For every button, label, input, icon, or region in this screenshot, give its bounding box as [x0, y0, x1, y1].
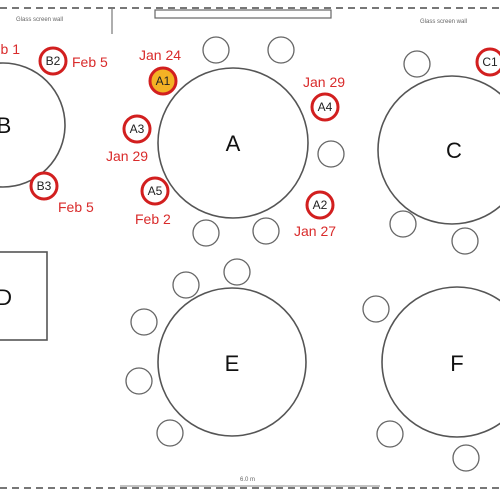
table-a-top — [157, 67, 309, 219]
seat-date-b2: Feb 5 — [72, 54, 108, 70]
reserved-seat-a2[interactable]: A2 Jan 27 — [294, 190, 336, 239]
chair — [403, 50, 431, 78]
reserved-seat-a1[interactable]: A1 Jan 24 — [139, 47, 181, 96]
chair — [317, 140, 345, 168]
chair — [452, 444, 480, 472]
table-f: F — [362, 286, 500, 472]
table-d-top — [0, 251, 48, 341]
table-f-label: F — [450, 351, 463, 376]
seat-marker-a1[interactable] — [148, 66, 178, 96]
seat-date-a4: Jan 29 — [303, 74, 345, 90]
seat-code-a5: A5 — [148, 184, 163, 198]
left-wall-label: Glass screen wall — [16, 17, 63, 23]
screen-panel — [154, 9, 332, 19]
chair — [362, 295, 390, 323]
table-e-label: E — [225, 351, 240, 376]
reserved-seat-b3[interactable]: B3 Feb 5 — [29, 171, 94, 215]
seat-code-a1: A1 — [156, 74, 171, 88]
chair — [192, 219, 220, 247]
table-b-label: B — [0, 113, 11, 138]
chair — [451, 227, 479, 255]
table-a-label: A — [226, 131, 241, 156]
seat-marker-a4[interactable] — [310, 92, 340, 122]
seat-marker-a3[interactable] — [122, 114, 152, 144]
seat-code-a3: A3 — [130, 122, 145, 136]
table-d-label: D — [0, 285, 12, 310]
reserved-seat-b1[interactable]: Feb 1 — [0, 41, 20, 57]
chair — [252, 217, 280, 245]
chair — [202, 36, 230, 64]
reserved-seat-c1[interactable]: C1 — [475, 47, 500, 77]
right-wall-label: Glass screen wall — [420, 19, 467, 25]
reserved-seat-a5[interactable]: A5 Feb 2 — [135, 176, 171, 227]
reserved-seat-a3[interactable]: A3 Jan 29 — [106, 114, 152, 164]
seat-date-a2: Jan 27 — [294, 223, 336, 239]
chair — [389, 210, 417, 238]
seat-code-a4: A4 — [318, 100, 333, 114]
seat-date-b1: Feb 1 — [0, 41, 20, 57]
reserved-seat-b2[interactable]: B2 Feb 5 — [38, 46, 108, 76]
seat-marker-b3[interactable] — [29, 171, 59, 201]
seat-code-c1: C1 — [482, 55, 498, 69]
reserved-seat-a4[interactable]: A4 Jan 29 — [303, 74, 345, 122]
chair — [267, 36, 295, 64]
seat-date-a3: Jan 29 — [106, 148, 148, 164]
seat-date-b3: Feb 5 — [58, 199, 94, 215]
table-c-label: C — [446, 138, 462, 163]
table-b: B — [0, 62, 66, 188]
chair — [223, 258, 251, 286]
seat-code-b2: B2 — [46, 54, 61, 68]
chair — [130, 308, 158, 336]
chair — [125, 367, 153, 395]
table-c: C — [377, 50, 500, 255]
seat-marker-c1[interactable] — [475, 47, 500, 77]
chair — [156, 419, 184, 447]
seat-marker-a5[interactable] — [140, 176, 170, 206]
table-a: A — [157, 36, 345, 247]
table-d: D — [0, 251, 48, 341]
seat-code-b3: B3 — [37, 179, 52, 193]
chair — [376, 420, 404, 448]
seat-marker-b2[interactable] — [38, 46, 68, 76]
seat-date-a5: Feb 2 — [135, 211, 171, 227]
table-e-top — [157, 287, 307, 437]
table-c-top — [377, 75, 500, 225]
seat-marker-a2[interactable] — [305, 190, 335, 220]
table-b-top — [0, 62, 66, 188]
chair — [172, 271, 200, 299]
table-f-top — [381, 286, 500, 438]
table-e: E — [125, 258, 307, 447]
dimension-label: 6.0 m — [240, 477, 255, 483]
seat-date-a1: Jan 24 — [139, 47, 181, 63]
seat-code-a2: A2 — [313, 198, 328, 212]
